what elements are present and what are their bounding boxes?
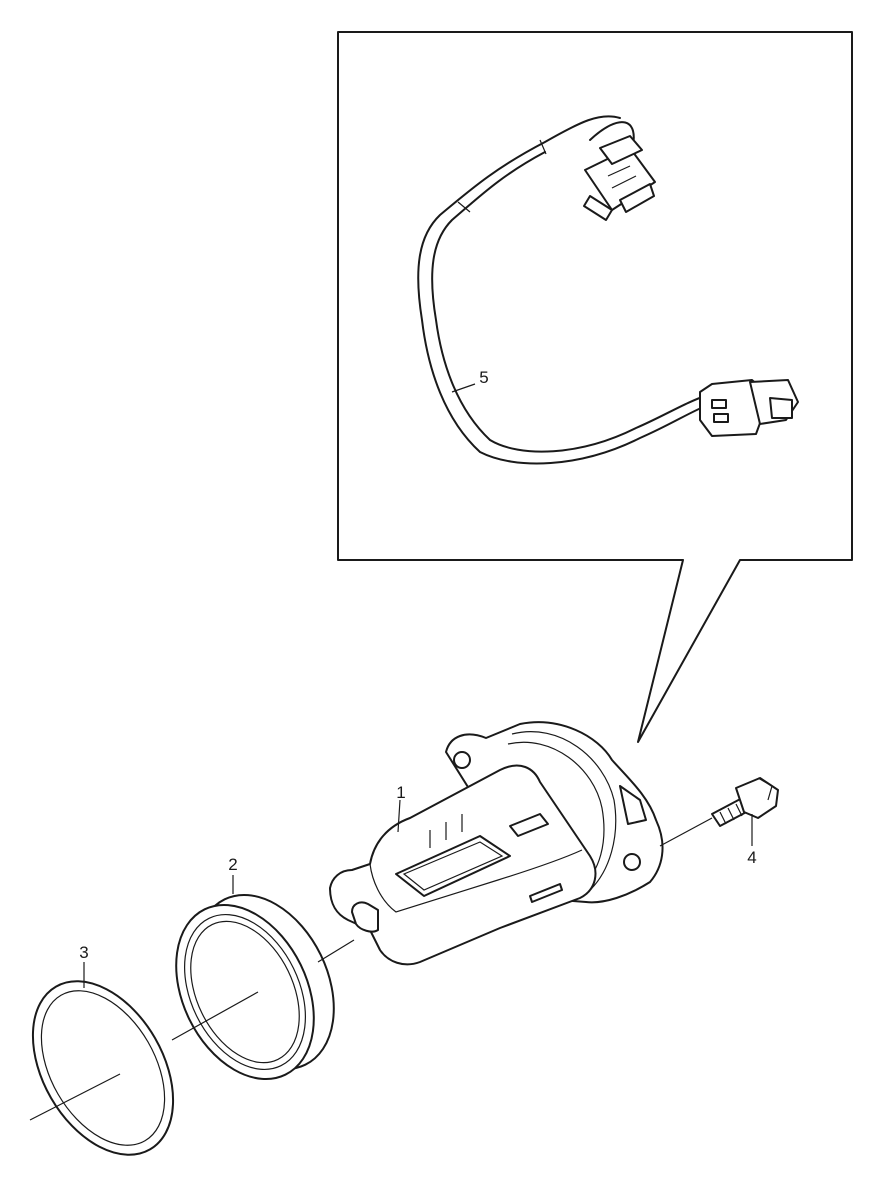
upper-connector (583, 135, 656, 221)
callout-1: 1 (396, 783, 405, 802)
lower-connector (699, 379, 799, 437)
harness-sleeve-mark-2 (457, 201, 471, 213)
o-ring (31, 980, 175, 1156)
flange-hole-top (453, 751, 471, 769)
flange-hole-bottom (623, 853, 641, 871)
harness-sleeve-mark (539, 139, 547, 155)
callout-2: 2 (228, 855, 237, 874)
assembly-axis-lines (29, 817, 713, 1121)
axis-line-1 (29, 1073, 121, 1121)
axis-line-4 (659, 817, 713, 847)
callout-labels: 1 2 3 4 5 (79, 368, 756, 962)
seal-ring (175, 893, 335, 1081)
leader-1 (397, 799, 401, 833)
seal-ring-front (175, 903, 315, 1081)
sensor-window (395, 835, 511, 897)
bolt (711, 777, 779, 827)
axis-line-2 (171, 991, 259, 1041)
harness-cable-inner (431, 151, 709, 453)
sensor-nozzle (351, 901, 379, 933)
callout-4: 4 (747, 848, 756, 867)
wiring-harness (417, 115, 799, 465)
leader-lines (83, 383, 753, 988)
sensor-body (329, 721, 664, 966)
leader-5 (451, 383, 476, 393)
callout-5: 5 (479, 368, 488, 387)
axis-line-3 (317, 939, 355, 963)
bolt-head (735, 777, 779, 819)
callout-3: 3 (79, 943, 88, 962)
